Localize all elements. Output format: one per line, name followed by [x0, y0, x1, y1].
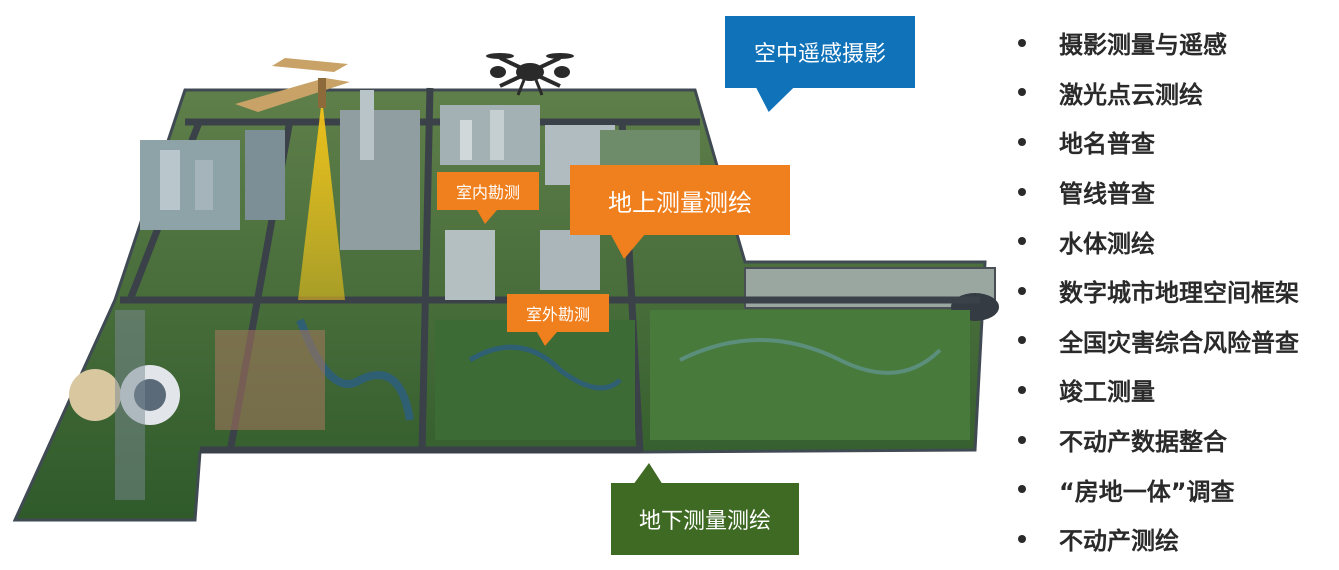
outdoor-survey-callout: 室外勘测: [507, 294, 609, 346]
list-item: 竣工测量: [1010, 365, 1339, 415]
list-item: 不动产数据整合: [1010, 415, 1339, 465]
bullet-icon: [1018, 385, 1026, 394]
callout-tail: [750, 86, 796, 112]
parks: [215, 310, 970, 440]
list-item: 全国灾害综合风险普查: [1010, 316, 1339, 366]
fixed-wing-drone-icon: [235, 58, 350, 112]
bullet-icon: [1018, 534, 1026, 543]
bullet-icon: [1018, 137, 1026, 146]
downtown-buildings: [140, 90, 700, 300]
bullet-icon: [1018, 38, 1026, 47]
bullet-icon: [1018, 485, 1026, 494]
outdoor-callout-label: 室外勘测: [525, 305, 590, 324]
list-item: 数字城市地理空间框架: [1010, 266, 1339, 316]
list-item: “房地一体”调查: [1010, 464, 1339, 514]
city-3d-map-illustration: [12, 53, 999, 522]
quadcopter-drone-icon: [486, 53, 574, 96]
underground-callout-label: 地下测量测绘: [638, 509, 771, 534]
aerial-callout-label: 空中遥感摄影: [753, 42, 886, 67]
indoor-callout-label: 室内勘测: [455, 183, 520, 202]
ground-survey-callout: 地上测量测绘: [570, 165, 790, 259]
aerial-remote-sensing-callout: 空中遥感摄影: [725, 16, 915, 112]
list-item: 管线普查: [1010, 167, 1339, 217]
list-item: 不动产测绘: [1010, 514, 1339, 564]
indoor-survey-callout: 室内勘测: [437, 172, 539, 224]
list-item: 摄影测量与遥感: [1010, 18, 1339, 68]
bullet-icon: [1018, 88, 1026, 97]
callout-tail: [477, 210, 497, 224]
bullet-icon: [1018, 435, 1026, 444]
list-item: 地名普查: [1010, 117, 1339, 167]
ground-callout-label: 地上测量测绘: [608, 188, 752, 217]
bullet-icon: [1018, 336, 1026, 345]
bullet-icon: [1018, 286, 1026, 295]
callout-tail: [610, 233, 646, 259]
list-item: 激光点云测绘: [1010, 68, 1339, 118]
bullet-icon: [1018, 237, 1026, 246]
underground-survey-callout: 地下测量测绘: [611, 463, 799, 555]
bullet-icon: [1018, 187, 1026, 196]
callout-tail: [537, 332, 557, 346]
list-item: 水体测绘: [1010, 216, 1339, 266]
landmark-domes: [69, 310, 180, 500]
service-list: 摄影测量与遥感 激光点云测绘 地名普查 管线普查 水体测绘 数字城市地理空间框架…: [1010, 18, 1339, 564]
callout-tail: [633, 463, 663, 485]
laser-scan-beam: [298, 98, 345, 300]
